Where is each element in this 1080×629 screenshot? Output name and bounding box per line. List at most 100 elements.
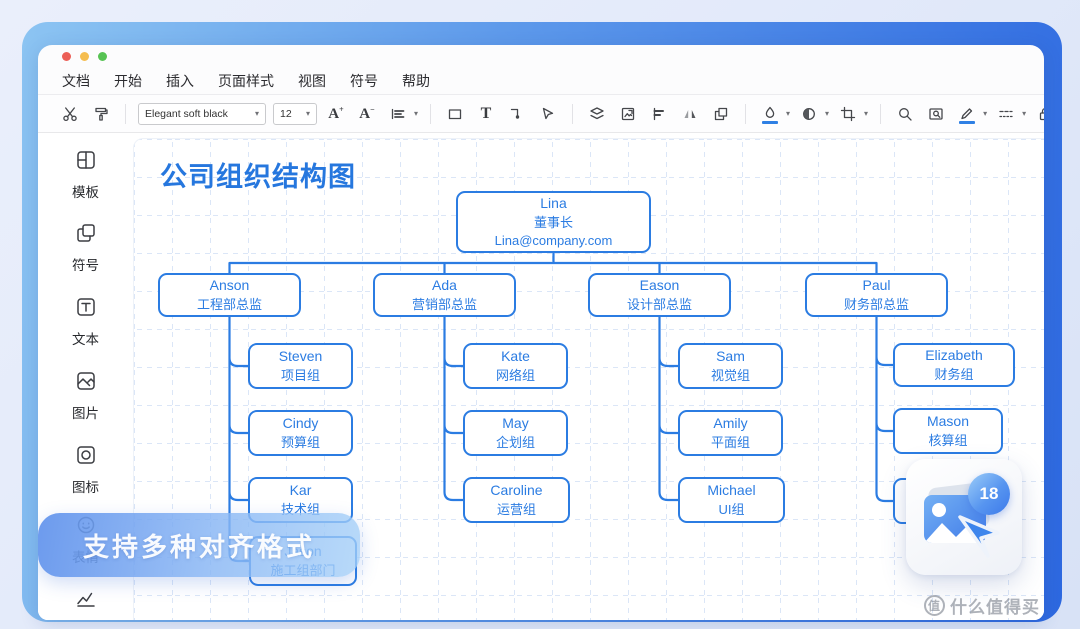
close-window-button[interactable] [62, 51, 71, 61]
menu-home[interactable]: 开始 [114, 72, 142, 89]
node-name: Paul [862, 277, 891, 294]
org-node-steven[interactable]: Steven 项目组 [248, 343, 353, 389]
rect-shape-icon[interactable] [443, 102, 467, 126]
menu-document[interactable]: 文档 [62, 72, 90, 89]
org-node-eason[interactable]: Eason 设计部总监 [588, 273, 731, 317]
chevron-down-icon[interactable]: ▾ [825, 109, 830, 118]
asset-card[interactable]: 18 [906, 459, 1022, 575]
promo-banner-text: 支持多种对齐格式 [82, 531, 315, 562]
org-node-mason[interactable]: Mason 核算组 [893, 408, 1003, 454]
node-name: May [502, 415, 529, 432]
org-node-caroline[interactable]: Caroline 运营组 [463, 477, 570, 523]
node-name: Kate [501, 348, 530, 365]
chevron-down-icon[interactable]: ▾ [786, 109, 791, 118]
node-dept: 设计部总监 [626, 296, 692, 312]
sidebar-item-symbol[interactable]: 符号 [38, 222, 133, 274]
toolbar-divider [745, 103, 747, 124]
fill-color-icon[interactable] [758, 102, 782, 126]
node-name: Kar [289, 482, 312, 499]
org-node-may[interactable]: May 企划组 [463, 410, 568, 456]
text-tool-icon[interactable]: T [480, 104, 492, 122]
photo-mountain [924, 523, 986, 543]
sidebar-item-label: 符号 [72, 258, 99, 273]
node-name: Caroline [490, 482, 543, 499]
org-node-kate[interactable]: Kate 网络组 [463, 343, 568, 389]
font-family-select[interactable]: Elegant soft black ▾ [138, 102, 266, 125]
node-dept: 技术组 [280, 501, 320, 517]
sidebar-item-icon-library[interactable]: 图标 [38, 444, 133, 496]
sidebar-item-label: 模板 [72, 185, 99, 200]
increase-font-icon[interactable]: A+ [328, 104, 344, 122]
layers-icon[interactable] [585, 102, 609, 126]
watermark: 值 什么值得买 [924, 593, 1040, 618]
menu-insert[interactable]: 插入 [166, 72, 194, 89]
org-node-anson[interactable]: Anson 工程部总监 [158, 273, 301, 317]
menu-page-style[interactable]: 页面样式 [218, 72, 274, 89]
find-replace-icon[interactable] [924, 102, 948, 126]
org-node-paul[interactable]: Paul 财务部总监 [805, 273, 948, 317]
org-node-elizabeth[interactable]: Elizabeth 财务组 [893, 343, 1015, 387]
menu-view[interactable]: 视图 [298, 72, 326, 89]
photo-sun [932, 503, 946, 517]
node-dept: 预算组 [280, 434, 320, 450]
line-color-icon[interactable] [955, 102, 979, 126]
app-window: 文档 开始 插入 页面样式 视图 符号 帮助 Elegant soft blac… [38, 45, 1044, 620]
watermark-text: 什么值得买 [950, 598, 1040, 617]
shape-style-icon[interactable] [797, 102, 821, 126]
sidebar-item-label: 文本 [72, 332, 99, 347]
org-node-ada[interactable]: Ada 营销部总监 [373, 273, 516, 317]
promo-banner: 支持多种对齐格式 [38, 513, 360, 577]
diagram-canvas[interactable]: 公司组织结构图 Lina 董事长 Lina@company.com Anson … [133, 138, 1044, 620]
text-align-icon[interactable] [386, 102, 410, 126]
node-dept: 营销部总监 [411, 296, 477, 312]
org-node-amily[interactable]: Amily 平面组 [678, 410, 783, 456]
bring-forward-icon[interactable] [709, 102, 733, 126]
node-email: Lina@company.com [494, 232, 613, 248]
org-node-michael[interactable]: Michael UI组 [678, 477, 785, 523]
search-icon[interactable] [893, 102, 917, 126]
watermark-logo: 值 [924, 595, 945, 616]
org-node-cindy[interactable]: Cindy 预算组 [248, 410, 353, 456]
replace-image-icon[interactable] [616, 102, 640, 126]
org-connectors [228, 251, 895, 563]
page-title[interactable]: 公司组织结构图 [160, 162, 356, 192]
pointer-tool-icon[interactable] [536, 102, 560, 126]
menu-symbol[interactable]: 符号 [350, 72, 378, 89]
format-painter-icon[interactable] [89, 102, 113, 126]
sidebar-item-chart[interactable] [38, 589, 133, 620]
chevron-down-icon[interactable]: ▾ [864, 109, 869, 118]
chevron-down-icon[interactable]: ▾ [983, 109, 988, 118]
node-dept: 运营组 [496, 501, 536, 517]
align-objects-icon[interactable] [647, 102, 671, 126]
chevron-down-icon[interactable]: ▾ [414, 109, 419, 118]
template-icon [75, 149, 97, 176]
decrease-font-icon[interactable]: A− [359, 104, 375, 122]
font-family-value: Elegant soft black [145, 107, 228, 120]
node-name: Lina [540, 195, 567, 212]
menu-help[interactable]: 帮助 [402, 72, 430, 89]
minimize-window-button[interactable] [80, 51, 89, 61]
connector-tool-icon[interactable] [505, 102, 529, 126]
sidebar-item-text[interactable]: 文本 [38, 296, 133, 348]
flip-icon[interactable] [678, 102, 702, 126]
node-name: Michael [707, 482, 756, 499]
font-size-select[interactable]: 12 ▾ [273, 102, 317, 125]
chevron-down-icon: ▾ [254, 109, 259, 118]
line-style-icon[interactable] [994, 102, 1018, 126]
org-node-sam[interactable]: Sam 视觉组 [678, 343, 783, 389]
lock-icon[interactable] [1033, 102, 1044, 126]
node-name: Cindy [282, 415, 319, 432]
node-dept: 项目组 [280, 367, 320, 383]
chevron-down-icon[interactable]: ▾ [1022, 109, 1027, 118]
maximize-window-button[interactable] [98, 51, 107, 61]
org-node-lina[interactable]: Lina 董事长 Lina@company.com [456, 191, 651, 253]
sidebar-item-image[interactable]: 图片 [38, 370, 133, 422]
node-dept: 工程部总监 [196, 296, 262, 312]
node-name: Steven [278, 348, 323, 365]
sidebar-item-template[interactable]: 模板 [38, 149, 133, 201]
crop-icon[interactable] [836, 102, 860, 126]
node-name: Ada [432, 277, 457, 294]
node-name: Elizabeth [925, 347, 983, 364]
cut-icon[interactable] [58, 102, 82, 126]
